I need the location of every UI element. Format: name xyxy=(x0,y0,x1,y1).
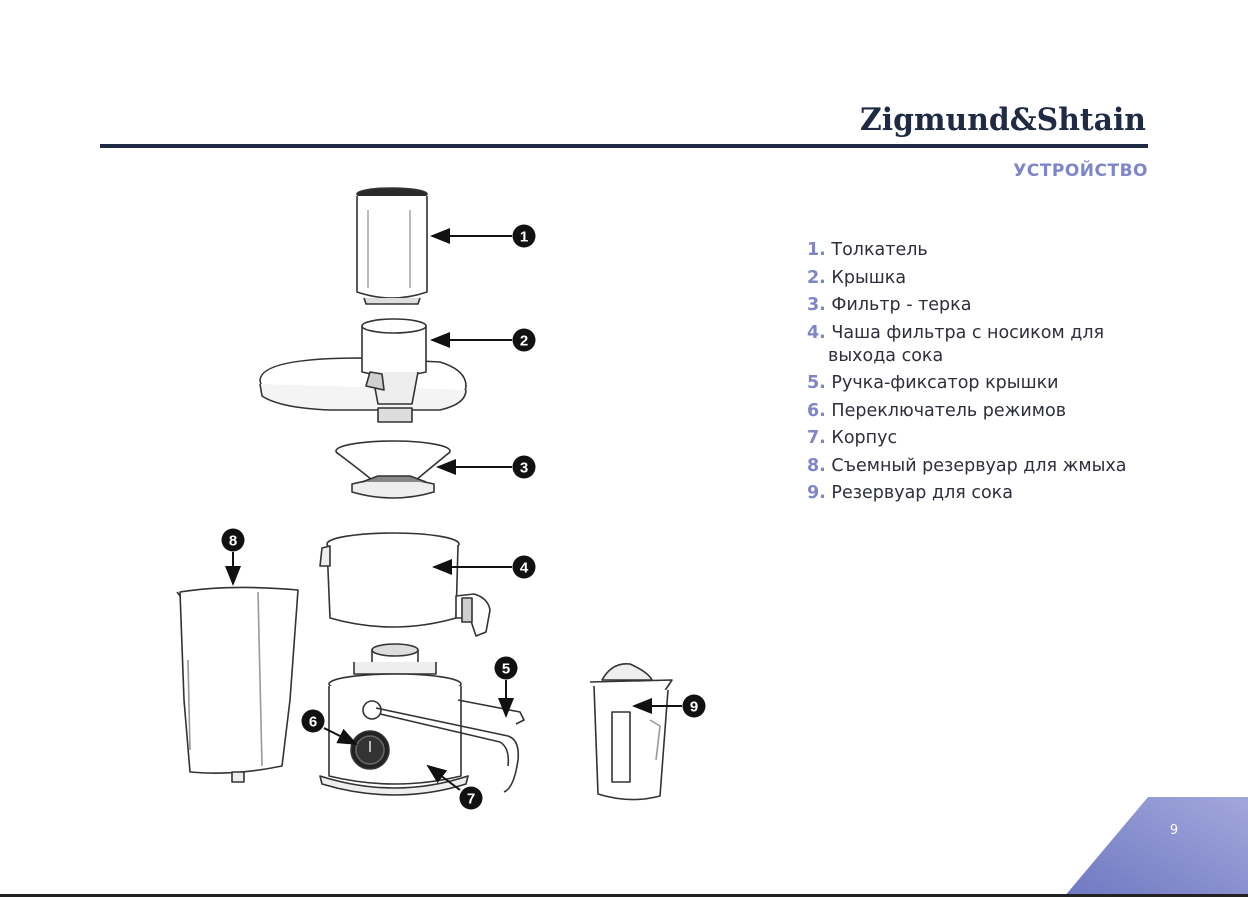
callout-number: 5 xyxy=(502,661,510,678)
callout-badge: 4 xyxy=(513,556,536,579)
callout-number: 7 xyxy=(467,791,475,808)
pusher-part xyxy=(357,188,427,304)
callout-badge: 2 xyxy=(513,329,536,352)
callout-number: 2 xyxy=(520,333,528,350)
callout-number: 9 xyxy=(690,699,698,716)
callout-badge: 9 xyxy=(683,695,706,718)
callout-number: 1 xyxy=(520,229,528,246)
callout-number: 4 xyxy=(520,560,529,577)
filter-bowl-part xyxy=(320,533,490,636)
callout-badge: 3 xyxy=(513,456,536,479)
callout-number: 3 xyxy=(520,460,528,477)
callout-badge: 7 xyxy=(460,787,483,810)
callout-number: 6 xyxy=(309,714,317,731)
filter-grater-part xyxy=(336,441,450,498)
pulp-container-part xyxy=(177,587,298,782)
callout-badge: 6 xyxy=(302,710,325,733)
juice-container-part xyxy=(590,664,672,800)
callout-badge: 8 xyxy=(222,529,245,552)
callout-badge: 5 xyxy=(495,657,518,680)
lid-part xyxy=(260,319,466,422)
callout-badge: 1 xyxy=(513,225,536,248)
body-part xyxy=(320,644,468,795)
page-number: 9 xyxy=(1166,823,1182,838)
callout-number: 8 xyxy=(229,533,237,550)
